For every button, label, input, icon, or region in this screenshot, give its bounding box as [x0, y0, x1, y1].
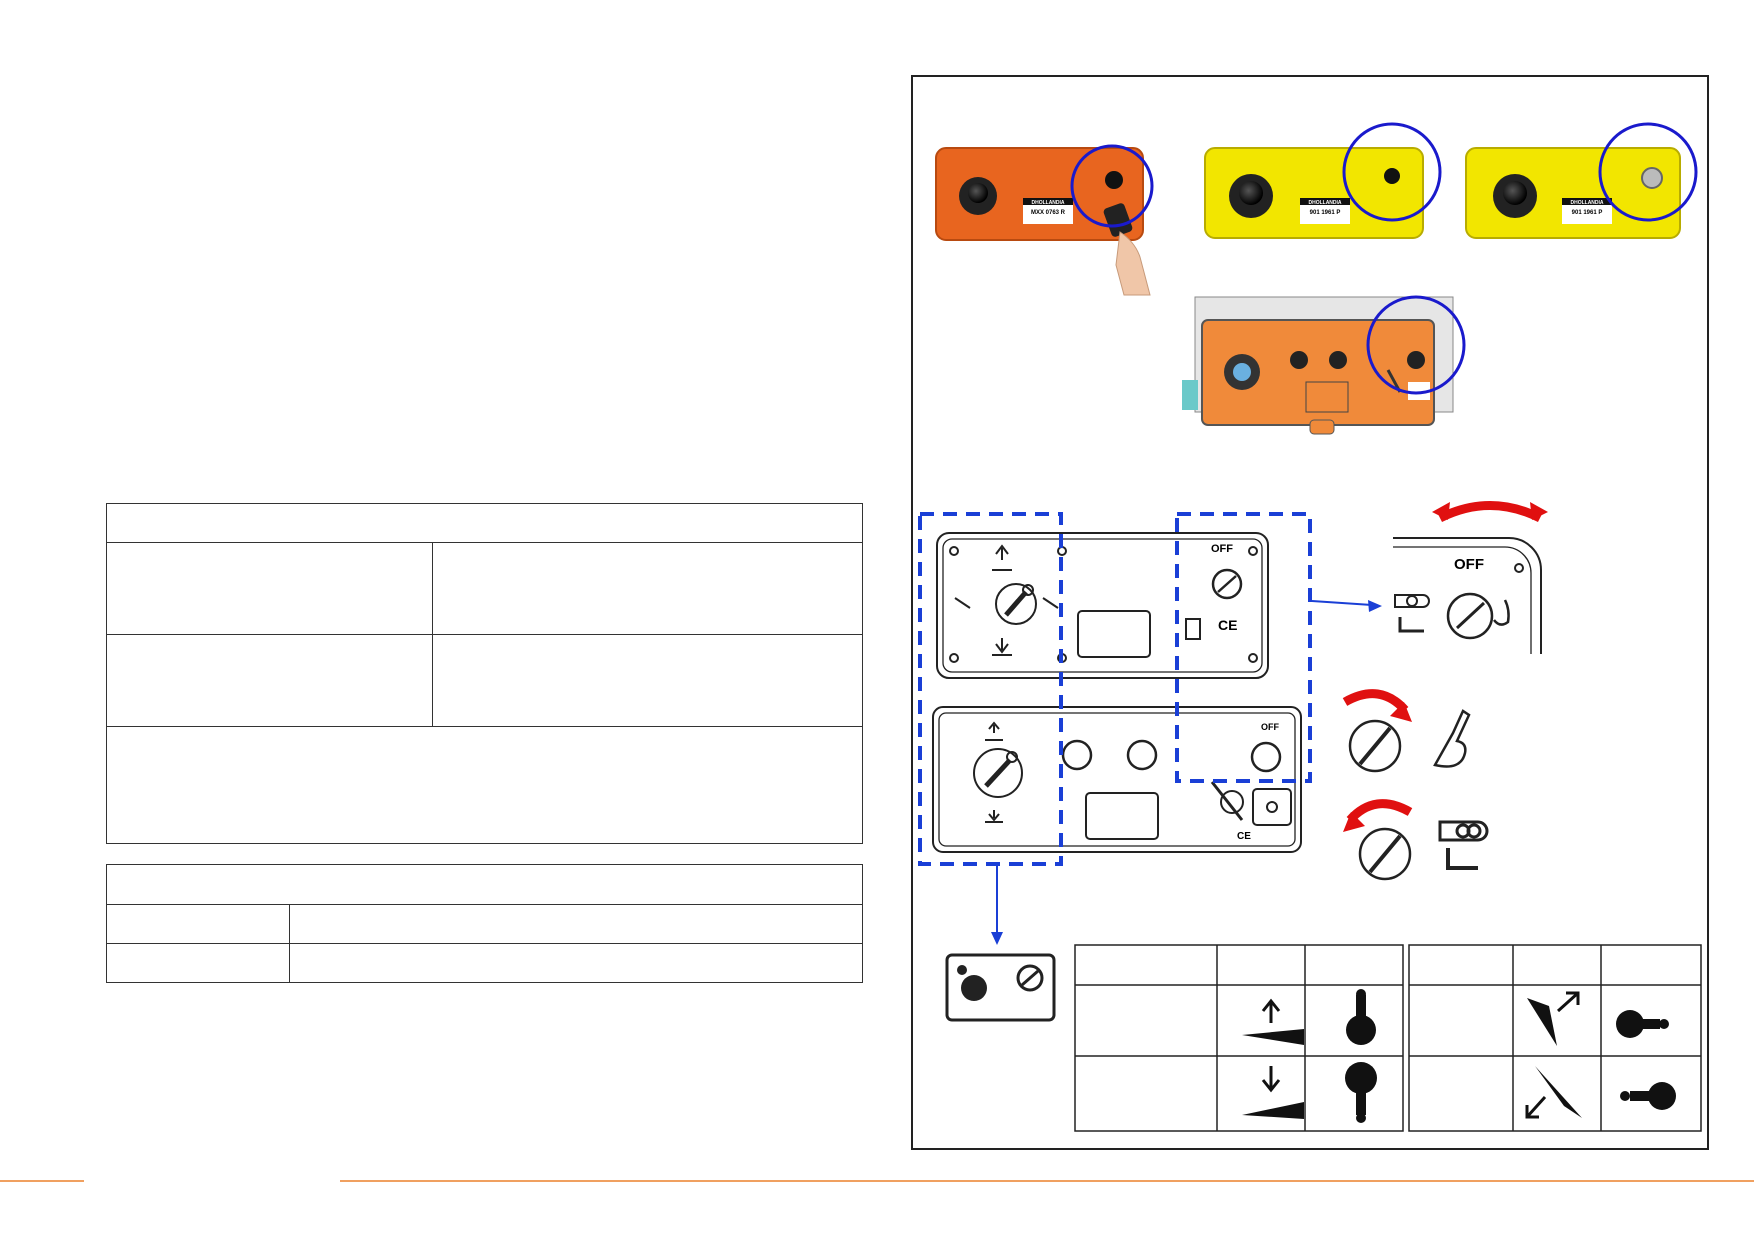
foot-pedal-icon	[1446, 848, 1478, 870]
panel-part-number: 901 1961 P	[1310, 210, 1341, 216]
joystick-tilt-icon-2	[1620, 1082, 1676, 1110]
yellow-panel-photo-2: DHOLLANDIA 901 1961 P	[1465, 122, 1698, 239]
orange-panel-photo: DHOLLANDIA MXX 0763 R	[935, 144, 1154, 296]
highlight-circle	[1342, 122, 1442, 222]
highlight-circle	[1598, 122, 1698, 222]
lower-table-cell	[289, 943, 863, 983]
ce-mark: CE	[1218, 617, 1237, 633]
rotate-right-illustration	[1342, 689, 1471, 773]
direction-table-left	[1074, 944, 1404, 1132]
lower-table-cell	[106, 943, 290, 983]
rotate-arrow-icon	[1437, 501, 1543, 523]
ce-mark: CE	[1237, 831, 1251, 842]
rotate-left-illustration	[1343, 799, 1489, 881]
remote-icon	[1438, 820, 1489, 842]
mounted-panel-photo	[1182, 295, 1466, 435]
lower-table	[106, 864, 863, 983]
tilt-down-icon	[1525, 1066, 1582, 1119]
joystick-up-icon	[1346, 989, 1376, 1045]
panel-label: DHOLLANDIA MXX 0763 R	[1023, 198, 1073, 224]
switch-off-label: OFF	[1454, 556, 1484, 573]
hand-icon	[1433, 709, 1471, 768]
upper-table	[106, 503, 863, 844]
footer-rule-left	[0, 1180, 84, 1182]
panel-brand: DHOLLANDIA	[1570, 200, 1603, 206]
panel-part-number: 901 1961 P	[1572, 210, 1603, 216]
upper-table-note	[106, 726, 863, 844]
yellow-panel-photo-1: DHOLLANDIA 901 1961 P	[1204, 122, 1442, 239]
callout-arrow	[991, 600, 1382, 945]
switch-off-label: OFF	[1211, 543, 1233, 555]
dashed-box-joystick	[918, 512, 1063, 866]
joystick-tilt-icon-1	[1616, 1010, 1669, 1038]
rotate-arrow-icon	[1346, 799, 1413, 824]
panel-part-number: MXX 0763 R	[1031, 210, 1066, 216]
joystick-down-icon	[1345, 1062, 1377, 1123]
figure-frame	[911, 75, 1709, 1150]
lower-table-header	[106, 864, 863, 905]
tilt-up-icon	[1527, 991, 1580, 1046]
upper-panel-drawing	[936, 532, 1269, 679]
lift-up-icon	[1242, 998, 1304, 1045]
switch-detail-drawing	[1393, 537, 1542, 654]
direction-table-right	[1408, 944, 1702, 1132]
highlight-circle	[1366, 295, 1466, 395]
lift-down-icon	[1242, 1066, 1304, 1119]
highlight-circle	[1070, 144, 1154, 228]
switch-off-label: OFF	[1261, 722, 1279, 732]
lower-table-cell	[289, 904, 863, 944]
footer-rule-right	[340, 1180, 1754, 1182]
rotate-arrow-icon	[1342, 689, 1409, 714]
joystick-detail	[945, 953, 1056, 1022]
upper-table-cell	[432, 542, 863, 635]
panel-brand: DHOLLANDIA	[1031, 200, 1064, 206]
dashed-box-switch	[1175, 512, 1312, 783]
panel-brand: DHOLLANDIA	[1308, 200, 1341, 206]
